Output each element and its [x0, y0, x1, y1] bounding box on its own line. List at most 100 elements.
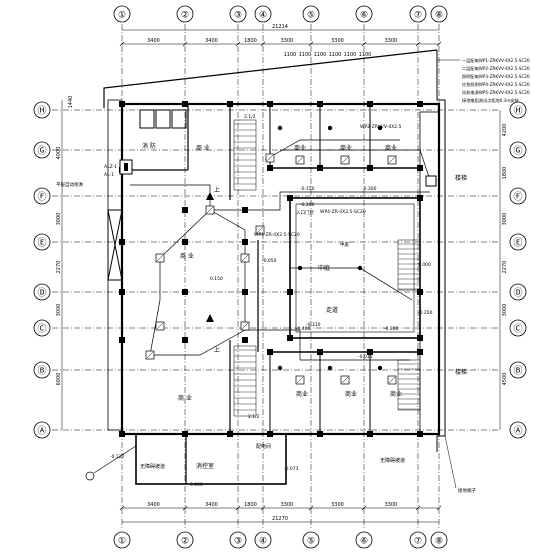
grid-bubble-top: ⑤	[307, 11, 315, 21]
fixture-mark	[266, 154, 274, 162]
dim-tick-bottom	[436, 505, 442, 511]
grid-bubble-bottom: ⑧	[435, 537, 443, 547]
grid-bubble-top-circle	[409, 5, 427, 23]
room-stairs-right-2: 楼梯	[455, 368, 467, 376]
room-shop-top-1: 商业	[294, 144, 306, 152]
grid-bubble-right: Ⓗ	[513, 106, 522, 117]
dim-right: 4500	[502, 373, 508, 386]
grid-bubble-right: Ⓓ	[513, 288, 522, 299]
outer-boundary	[436, 50, 446, 452]
grid-bubble-bottom: ⑦	[414, 537, 422, 547]
dim-tick-bottom	[119, 505, 125, 511]
grid-bubble-bottom-circle	[113, 531, 131, 549]
stair-top	[233, 119, 257, 191]
room-stairs-right-1: 楼梯	[455, 174, 467, 182]
dim-tick-top	[308, 41, 314, 47]
dim-top: 3300	[385, 38, 398, 44]
grid-bubble-left: Ⓕ	[37, 192, 46, 203]
column	[119, 101, 125, 107]
dim-tick-top	[436, 41, 442, 47]
grid-bubble-top-circle	[113, 5, 131, 23]
grid-bubble-top: ②	[181, 11, 189, 21]
lobby-label-2: 中庭	[340, 241, 349, 248]
dim-left: 2270	[56, 261, 62, 274]
grid-bubble-top: ⑧	[435, 11, 443, 21]
grid-bubble-top-circle	[302, 5, 320, 23]
circuit-label-2: WP2-ZRKVV-4X2.5	[360, 124, 402, 130]
dim-top-sub: 1100	[329, 52, 342, 58]
grid-bubble-left: Ⓓ	[37, 288, 46, 299]
dim-tick-bottom	[260, 505, 266, 511]
room-atrium: 中庭	[318, 264, 330, 272]
elevation-2: -0.300	[362, 186, 377, 192]
grid-bubble-bottom: ②	[181, 537, 189, 547]
fixture-mark	[341, 156, 349, 164]
column	[227, 431, 233, 437]
panel-mark	[124, 163, 128, 171]
outlet-dot	[327, 365, 333, 371]
dim-bottom: 3400	[147, 502, 160, 508]
grid-bubble-right-circle	[509, 421, 527, 439]
grid-bubble-right: Ⓒ	[513, 324, 522, 335]
grid-bubble-left: Ⓐ	[37, 426, 46, 437]
grid-bubble-right-circle	[509, 283, 527, 301]
stair-bottom	[233, 345, 257, 417]
grid-bubble-bottom-circle	[355, 531, 373, 549]
grid-bubble-bottom: ⑤	[307, 537, 315, 547]
column	[417, 335, 423, 341]
dim-top-sub: 1100	[344, 52, 357, 58]
elevation-9: -0.015	[358, 354, 373, 360]
exterior-walls	[103, 49, 446, 485]
column	[417, 349, 423, 355]
grid-bubble-right-circle	[509, 319, 527, 337]
wire-4	[245, 329, 410, 361]
callout-leader	[444, 435, 457, 489]
dim-tick-top	[260, 41, 266, 47]
riser-x2	[107, 209, 123, 281]
ramp-bottom-left: 无障碍坡道	[140, 463, 165, 470]
wc-stall-1	[139, 109, 155, 129]
column	[182, 289, 188, 295]
note-left: 平层自动喷淋	[56, 181, 83, 188]
fixture-mark	[206, 206, 214, 214]
dim-tick-top	[361, 41, 367, 47]
fixtures	[85, 125, 437, 481]
switch-symbol	[206, 192, 214, 200]
fixture-mark	[388, 156, 396, 164]
wire-6	[149, 299, 246, 356]
grid-bubble-bottom-circle	[176, 531, 194, 549]
grid-bubble-right-circle	[509, 141, 527, 159]
right-strip	[419, 111, 440, 435]
fixture-mark	[388, 376, 396, 384]
column	[417, 289, 423, 295]
column	[182, 101, 188, 107]
grid-bubble-right: Ⓕ	[513, 192, 522, 203]
grid-bubble-left-circle	[33, 101, 51, 119]
wire-8	[290, 267, 413, 301]
column	[287, 335, 293, 341]
ramp-right: 无障碍坡道	[380, 457, 405, 464]
grid-bubble-left: Ⓔ	[37, 238, 46, 249]
dim-tick-top	[235, 41, 241, 47]
grid-bubble-bottom-circle	[254, 531, 272, 549]
elevation-13: -0.200	[418, 310, 433, 316]
grid-lines	[52, 24, 500, 530]
outlet-dot	[327, 125, 333, 131]
dim-tick-bottom	[361, 505, 367, 511]
fixture-mark	[156, 322, 164, 330]
wire-1	[130, 184, 430, 211]
shop-partitions	[107, 104, 371, 434]
grid-bubble-right-circle	[509, 187, 527, 205]
dim-left: 3000	[56, 304, 62, 317]
grid-bubble-bottom-circle	[229, 531, 247, 549]
legend-line-6: 接地电阻测试点距地0.3m安装	[462, 97, 520, 104]
room-shop-bottom-1: 商业	[296, 390, 308, 398]
grid-bubble-top: ④	[259, 11, 267, 21]
wire-5	[280, 149, 431, 181]
fixture-mark	[256, 226, 264, 234]
stair-right-2	[397, 359, 421, 411]
elevation-7: -0.300	[384, 326, 399, 332]
grid-bubble-left: Ⓗ	[37, 106, 46, 117]
legend-line-4: 应急照明WP4-ZRKVV-4X2.5-SC20	[462, 81, 530, 88]
callout-label: 接地端子	[458, 487, 476, 494]
